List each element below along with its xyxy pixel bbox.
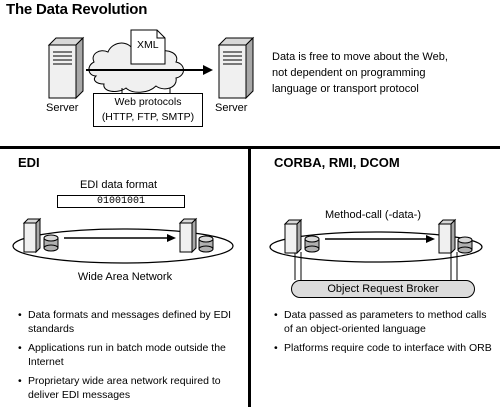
vertical-divider — [248, 149, 251, 407]
corba-server-left-icon — [283, 218, 303, 255]
edi-server-left-icon — [22, 217, 42, 254]
list-item: Platforms require code to interface with… — [274, 341, 494, 355]
edi-transfer-arrow — [64, 234, 176, 242]
wan-label: Wide Area Network — [77, 271, 173, 283]
method-call-label: Method-call (-data-) — [325, 209, 421, 221]
server-right-label: Server — [215, 102, 248, 114]
edi-server-right-icon — [178, 217, 198, 254]
server-right-icon — [217, 36, 255, 100]
top-description: Data is free to move about the Web, not … — [272, 49, 482, 97]
list-item: Proprietary wide area network required t… — [18, 374, 236, 402]
edi-network-diagram — [12, 217, 234, 264]
note-line-3: language or transport protocol — [272, 83, 419, 95]
edi-bullet-list: Data formats and messages defined by EDI… — [18, 308, 236, 407]
server-left-label: Server — [46, 102, 79, 114]
list-item: Data passed as parameters to method call… — [274, 308, 494, 336]
orb-box: Object Request Broker — [291, 280, 475, 298]
edi-db-left-icon — [43, 234, 59, 252]
edi-format-value: 01001001 — [96, 196, 145, 207]
corba-db-right-icon — [457, 236, 473, 254]
orb-label: Object Request Broker — [327, 283, 439, 295]
edi-section-title: EDI — [18, 155, 40, 170]
web-protocols-box: Web protocols (HTTP, FTP, SMTP) — [93, 93, 203, 127]
horizontal-divider — [0, 146, 500, 149]
edi-format-box: 01001001 — [57, 195, 185, 208]
corba-diagram — [269, 218, 483, 280]
page-title: The Data Revolution — [6, 1, 148, 18]
server-left-icon — [47, 36, 85, 100]
corba-section-title: CORBA, RMI, DCOM — [274, 155, 400, 170]
note-line-1: Data is free to move about the Web, — [272, 51, 448, 63]
corba-server-right-icon — [437, 218, 457, 255]
list-item: Data formats and messages defined by EDI… — [18, 308, 236, 336]
xml-label: XML — [137, 39, 159, 51]
method-call-arrow — [325, 235, 435, 243]
edi-db-right-icon — [198, 235, 214, 253]
top-diagram — [47, 29, 255, 100]
data-flow-arrow — [86, 65, 213, 75]
protocols-line-2: (HTTP, FTP, SMTP) — [101, 111, 195, 123]
corba-db-left-icon — [304, 235, 320, 253]
protocols-line-1: Web protocols — [114, 96, 182, 108]
note-line-2: not dependent on programming — [272, 67, 426, 79]
edi-format-label: EDI data format — [80, 179, 158, 191]
xml-document-icon — [130, 29, 166, 65]
list-item: Applications run in batch mode outside t… — [18, 341, 236, 369]
corba-bullet-list: Data passed as parameters to method call… — [274, 308, 494, 360]
